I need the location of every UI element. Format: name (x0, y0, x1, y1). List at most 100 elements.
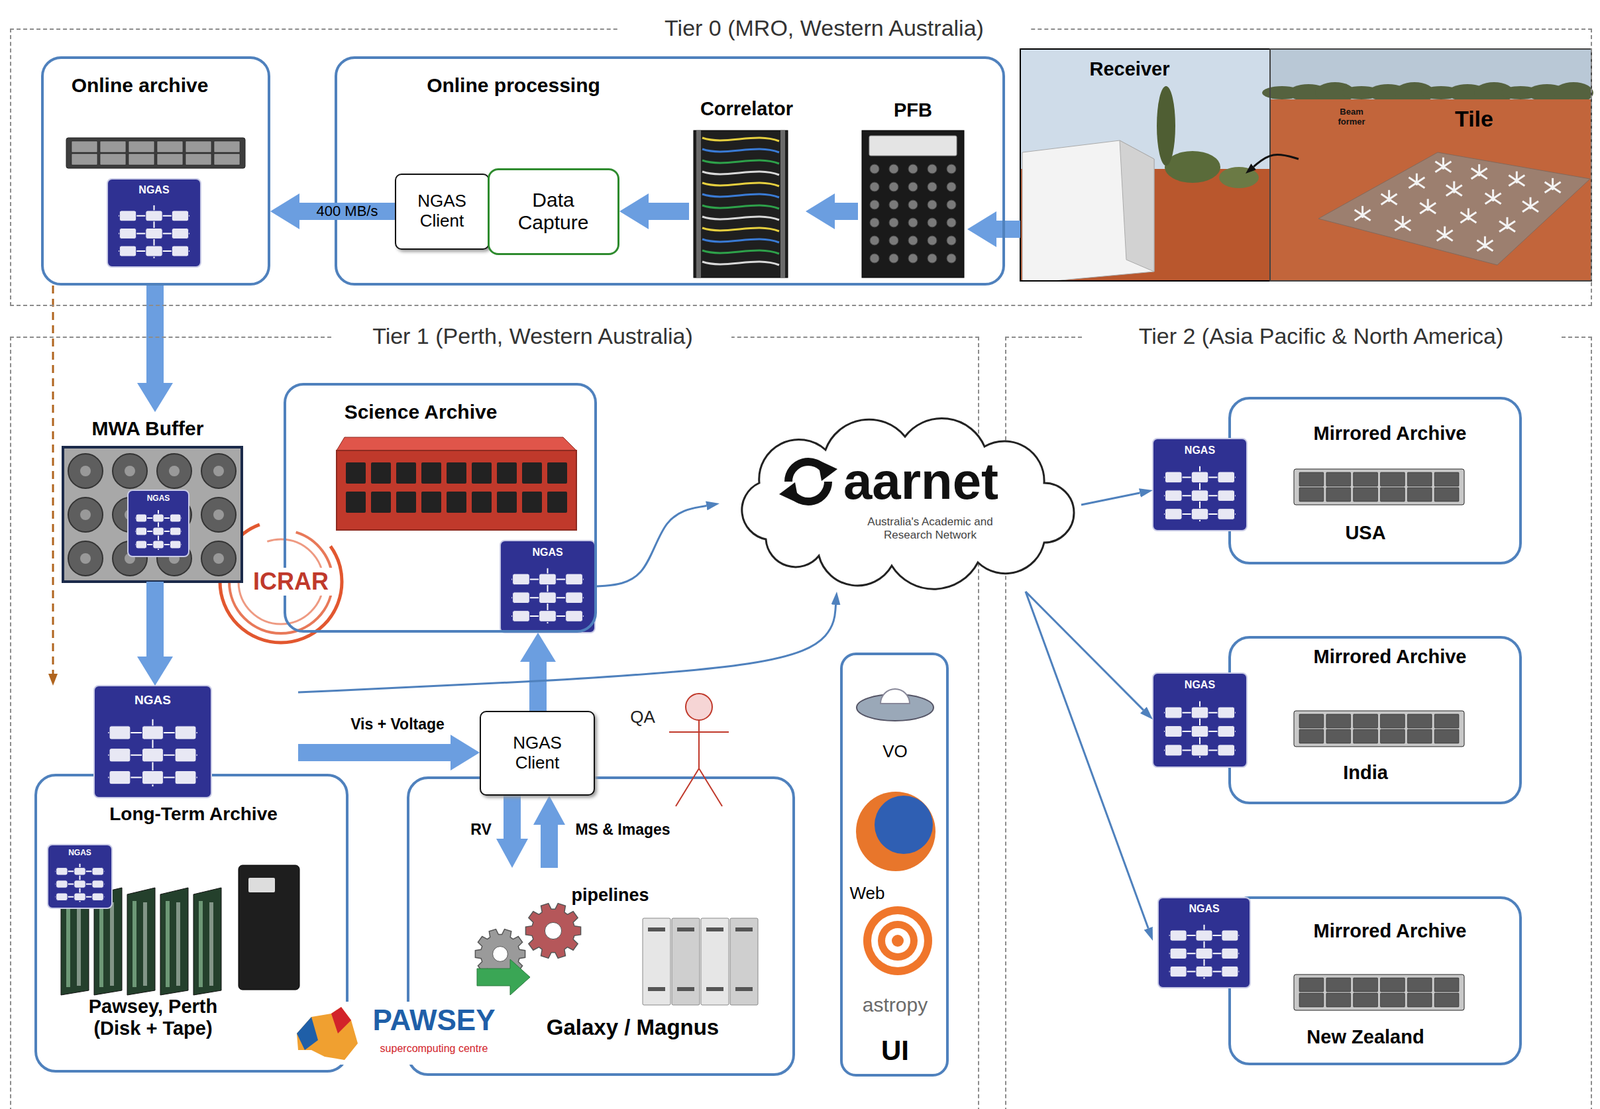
dipole (1467, 208, 1470, 220)
dipole (1387, 190, 1390, 203)
icon-label: NGAS (114, 184, 195, 197)
box-text: Tier 0 (MRO, Western Australia) (618, 15, 1030, 42)
server (1293, 974, 1465, 1011)
connector-port (889, 164, 899, 174)
dipole (1415, 173, 1418, 186)
icon-disk (135, 527, 148, 536)
icon-body (47, 844, 112, 909)
dipole (1484, 236, 1487, 249)
cable (702, 261, 780, 266)
connector (648, 202, 690, 220)
icon-disk (1164, 726, 1182, 738)
drive-bay (1326, 714, 1351, 729)
cabinet-vent (735, 987, 753, 992)
box-text: NGAS Client (494, 733, 581, 774)
rack-light (143, 902, 148, 986)
processing-box: Online processingNGAS ClientData Capture… (334, 56, 1006, 286)
box-text: Pawsey, Perth (Disk + Tape) (76, 995, 230, 1041)
icon-disk (1164, 490, 1182, 502)
drive-slot (446, 491, 467, 513)
drive-bay (1326, 472, 1351, 487)
connector-port (946, 253, 957, 264)
person-leg (698, 768, 723, 807)
connector-port (869, 217, 880, 228)
box-text: Galaxy / Magnus (523, 1014, 743, 1041)
icon-disk (109, 770, 131, 784)
fan-hub (80, 553, 91, 564)
icon-label: NGAS (1160, 444, 1241, 457)
rack-light (165, 901, 170, 988)
drive-bay (1326, 487, 1351, 502)
box-text: MWA Buffer (68, 417, 228, 441)
icon-disk (1170, 930, 1187, 941)
drive-bay (1434, 993, 1459, 1008)
fan-hub (213, 553, 224, 564)
box-text: India (1285, 761, 1445, 784)
tier-region: Tier 0 (MRO, Western Australia)Online ar… (9, 28, 1593, 307)
gear-hole (544, 922, 562, 939)
box-text: USA (1285, 522, 1445, 544)
web-logo-globe (874, 795, 933, 854)
mirror-outline (1229, 897, 1521, 1065)
drive-slot (471, 462, 492, 484)
cable (702, 194, 780, 198)
drive-slot (522, 462, 542, 484)
icon-label: NGAS (52, 848, 107, 858)
box-text: Tier 1 (Perth, Western Australia) (333, 323, 732, 350)
drive-bay (1407, 714, 1432, 729)
edge-label: Vis + Voltage (334, 715, 461, 733)
drive-slot (396, 462, 417, 484)
connector (1025, 591, 1144, 711)
edge-label: 400 MB/s (307, 202, 387, 220)
connector-port (927, 164, 937, 174)
icon-body (107, 178, 201, 267)
cloud-shape (742, 418, 1074, 589)
logo-arrowhead (817, 459, 838, 481)
fan (201, 497, 236, 533)
server (1293, 710, 1465, 747)
rack-rail (696, 130, 701, 278)
archive-box: Online archive (41, 56, 271, 286)
box-text: Mirrored Archive (1283, 422, 1496, 445)
icon-label: NGAS (102, 693, 203, 708)
drive-slot (371, 491, 391, 513)
connector-port (908, 182, 918, 192)
cable (702, 205, 780, 209)
connector-port (908, 200, 918, 210)
dipole (1551, 178, 1554, 191)
box-text: NGAS Client (400, 191, 484, 232)
gear (525, 903, 581, 959)
drive-bay (1407, 977, 1432, 992)
drive-bay (213, 153, 240, 165)
tier-region: Tier 2 (Asia Pacific & North America)Mir… (1005, 336, 1593, 1109)
icon-disk (171, 245, 189, 257)
connector (996, 220, 1021, 238)
compute-cabinet (700, 918, 729, 1006)
drive-slot (471, 491, 492, 513)
box-text: Tile (1440, 106, 1508, 132)
icon-label: NGAS (1164, 903, 1243, 915)
box-text: pipelines (543, 885, 677, 906)
receiver-photo (1020, 49, 1271, 281)
drive-bay (1380, 472, 1406, 487)
drive-bay (1353, 977, 1379, 992)
icon-disk (135, 540, 148, 549)
icon-disk (119, 227, 136, 239)
rack-light (109, 902, 114, 986)
person-head (685, 693, 713, 721)
dipole (1452, 181, 1455, 194)
shrub (1219, 166, 1259, 189)
astropy-logo (885, 928, 911, 954)
dipole (1515, 171, 1518, 184)
person-body (698, 720, 700, 769)
icon-disk (153, 514, 165, 523)
person-leg (675, 768, 699, 807)
icon-disk (145, 245, 163, 257)
tile-photo (1270, 49, 1592, 281)
rack-light (99, 901, 104, 988)
icon-label: NGAS (507, 546, 589, 559)
box-text: Receiver (1063, 58, 1196, 81)
connector (540, 824, 558, 868)
dipole (1505, 217, 1508, 230)
server-top (336, 437, 577, 451)
